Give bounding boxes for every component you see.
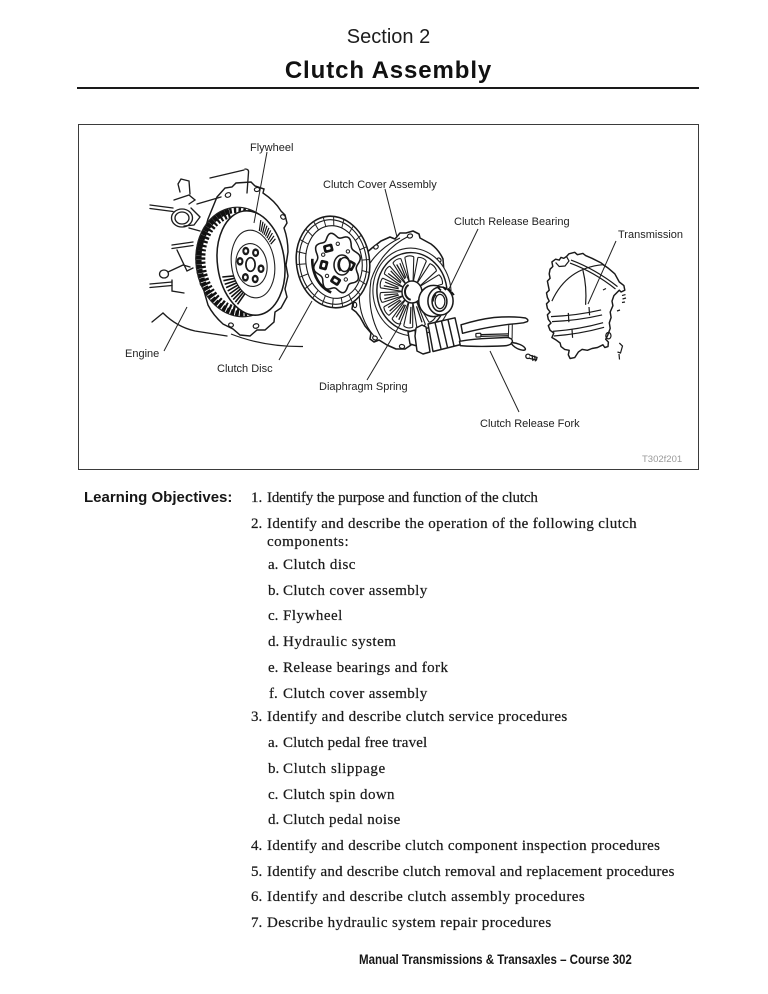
svg-text:Clutch Release Fork: Clutch Release Fork	[480, 418, 580, 430]
svg-text:Clutch Release Bearing: Clutch Release Bearing	[454, 216, 570, 228]
svg-text:T302f201: T302f201	[642, 454, 682, 465]
svg-text:Diaphragm Spring: Diaphragm Spring	[319, 381, 408, 393]
svg-text:Transmission: Transmission	[618, 229, 683, 241]
svg-text:Engine: Engine	[125, 348, 159, 360]
svg-text:Clutch Cover Assembly: Clutch Cover Assembly	[323, 179, 437, 191]
svg-text:Flywheel: Flywheel	[250, 142, 293, 154]
svg-text:Clutch Disc: Clutch Disc	[217, 363, 273, 375]
